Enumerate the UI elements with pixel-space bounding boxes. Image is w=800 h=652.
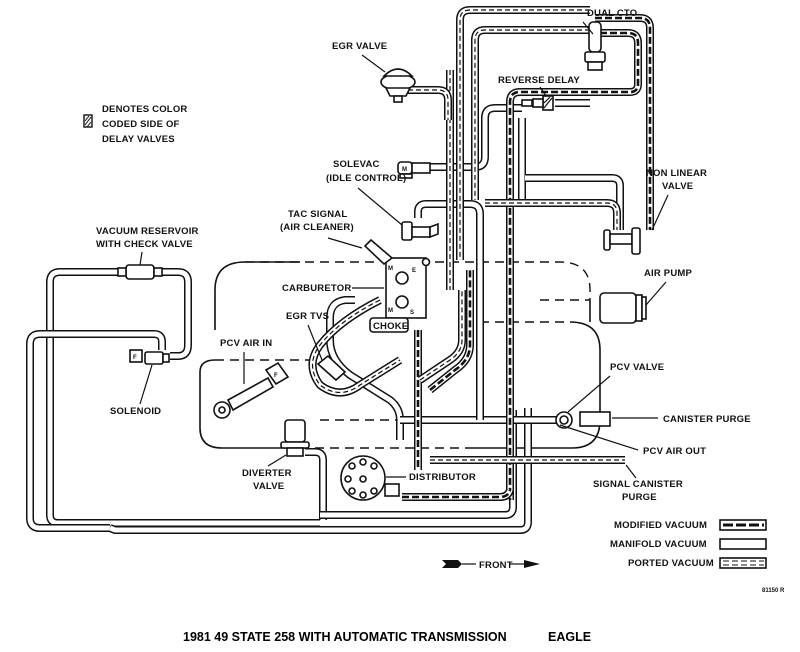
manifold-vacuum-hoses	[26, 99, 624, 534]
solenoid-f-mark: F	[133, 355, 137, 361]
solenoid[interactable]: F	[129, 349, 170, 365]
carb-e-mark: E	[412, 268, 416, 274]
pcv-valve[interactable]	[555, 411, 573, 429]
carb-m-top-mark: M	[388, 266, 393, 272]
signal-canister-label-2: PURGE	[622, 492, 657, 503]
dual-cto-valve[interactable]	[584, 21, 606, 71]
distributor[interactable]	[340, 455, 400, 501]
solenoid-label: SOLENOID	[110, 406, 161, 417]
legend: MODIFIED VACUUM MANIFOLD VACUUM PORTED V…	[610, 519, 767, 569]
front-arrow-tail-icon	[442, 560, 462, 568]
choke-label: CHOKE	[373, 321, 408, 332]
pcv-f-mark: F	[274, 373, 278, 379]
egr-tvs-label: EGR TVS	[286, 311, 329, 322]
air-pump-label: AIR PUMP	[644, 268, 693, 279]
signal-canister-label-1: SIGNAL CANISTER	[593, 479, 683, 490]
tac-signal-label-2: (AIR CLEANER)	[280, 222, 354, 233]
pcv-air-in-label: PCV AIR IN	[220, 338, 272, 349]
egr-valve[interactable]	[380, 68, 416, 103]
note-line-2: CODED SIDE OF	[102, 119, 180, 130]
carb-m-bottom-mark: M	[388, 308, 393, 314]
non-linear-valve[interactable]	[603, 227, 641, 255]
ported-vacuum-hoses	[308, 6, 625, 464]
front-direction-indicator: FRONT	[442, 560, 540, 571]
non-linear-label-1: NON LINEAR	[646, 168, 707, 179]
vacuum-reservoir[interactable]	[117, 264, 163, 280]
solevac-label-1: SOLEVAC	[333, 159, 380, 170]
solevac-idle-control[interactable]: M	[397, 161, 431, 179]
reverse-delay-valve[interactable]	[521, 95, 554, 111]
egr-valve-label: EGR VALVE	[332, 41, 387, 52]
reverse-delay-label: REVERSE DELAY	[498, 75, 580, 86]
solevac-label-2: (IDLE CONTROL)	[326, 173, 406, 184]
diverter-valve[interactable]	[280, 419, 310, 457]
non-linear-label-2: VALVE	[662, 181, 693, 192]
air-pump[interactable]	[599, 292, 647, 324]
egr-tvs[interactable]	[316, 354, 347, 382]
diagram-model: EAGLE	[548, 630, 591, 644]
legend-manifold-label: MANIFOLD VACUUM	[610, 539, 707, 550]
solevac-m-mark: M	[402, 167, 407, 173]
modified-vacuum-hoses	[402, 14, 654, 501]
note-line-3: DELAY VALVES	[102, 134, 175, 145]
vacuum-reservoir-label-1: VACUUM RESERVOIR	[96, 226, 199, 237]
tac-signal-connector[interactable]	[401, 221, 439, 241]
pcv-air-in-filter[interactable]: F	[213, 361, 290, 419]
carb-s-mark: S	[410, 310, 414, 316]
vacuum-reservoir-label-2: WITH CHECK VALVE	[96, 239, 193, 250]
pcv-valve-label: PCV VALVE	[610, 362, 664, 373]
note-line-1: DENOTES COLOR	[102, 104, 187, 115]
canister-purge-label: CANISTER PURGE	[663, 414, 751, 425]
choke-badge[interactable]: CHOKE	[369, 317, 409, 333]
pcv-air-out-label: PCV AIR OUT	[643, 446, 706, 457]
distributor-label: DISTRIBUTOR	[409, 472, 476, 483]
figure-code: 81150 R	[762, 588, 785, 594]
labels: DUAL CTO EGR VALVE REVERSE DELAY DENOTES…	[83, 8, 751, 503]
carburetor-label: CARBURETOR	[282, 283, 351, 294]
tac-signal-label-1: TAC SIGNAL	[288, 209, 347, 220]
diagram-title: 1981 49 STATE 258 WITH AUTOMATIC TRANSMI…	[183, 630, 507, 644]
front-label: FRONT	[479, 560, 513, 571]
dual-cto-label: DUAL CTO	[587, 8, 637, 19]
diverter-label-2: VALVE	[253, 481, 284, 492]
diverter-label-1: DIVERTER	[242, 468, 292, 479]
legend-manifold-swatch	[719, 538, 767, 550]
legend-ported-swatch	[719, 557, 767, 569]
legend-ported-label: PORTED VACUUM	[628, 558, 714, 569]
front-arrow-head-icon	[524, 560, 540, 568]
legend-modified-label: MODIFIED VACUUM	[614, 520, 707, 531]
canister-purge-fitting[interactable]	[579, 411, 611, 427]
